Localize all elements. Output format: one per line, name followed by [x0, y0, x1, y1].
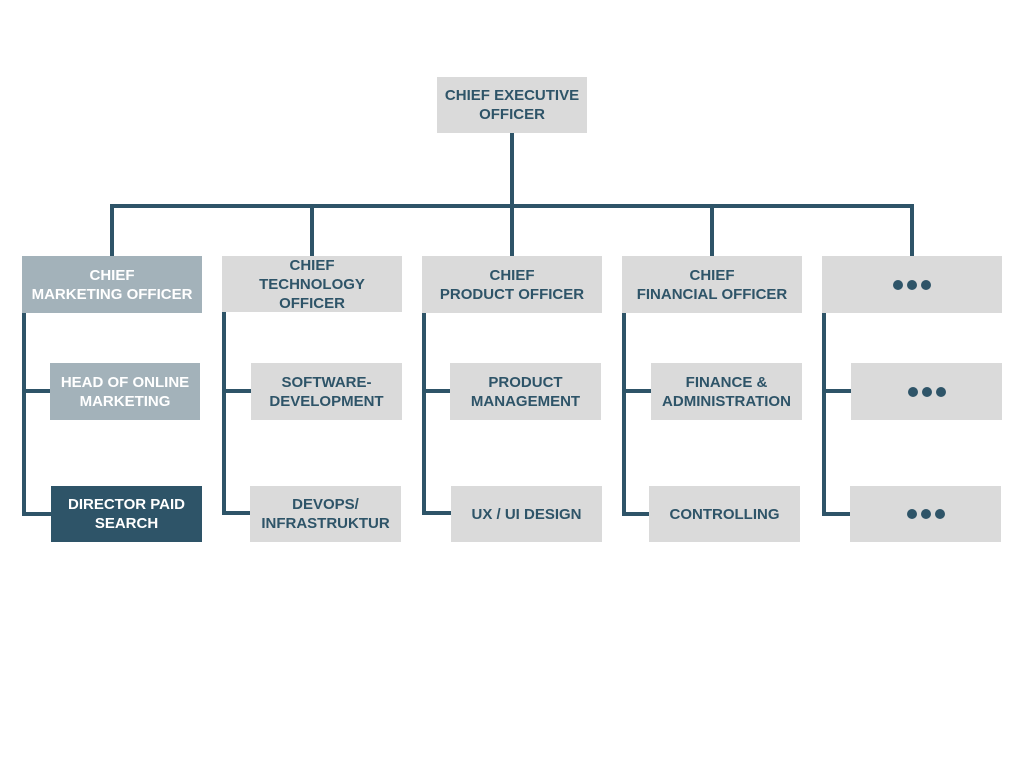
- node-other-head: [822, 256, 1002, 313]
- connector-col-cfo: [622, 310, 653, 516]
- node-other-child-2: [850, 486, 1001, 542]
- node-ceo-label: CHIEF EXECUTIVE OFFICER: [444, 87, 580, 123]
- node-cfo: CHIEF FINANCIAL OFFICER: [622, 256, 802, 313]
- node-finance-administration: FINANCE & ADMINISTRATION: [651, 363, 802, 420]
- node-cpo-label: CHIEF PRODUCT OFFICER: [439, 266, 585, 303]
- connector-col-cto: [222, 310, 253, 515]
- node-product-management-label: PRODUCT MANAGEMENT: [470, 373, 581, 410]
- node-controlling: CONTROLLING: [649, 486, 800, 542]
- node-devops: DEVOPS/ INFRASTRUKTUR: [250, 486, 401, 542]
- connector-col-cpo: [422, 310, 453, 515]
- node-cto-label: CHIEF TECHNOLOGY OFFICER: [259, 256, 365, 312]
- node-ux-ui-design-label: UX / UI DESIGN: [471, 505, 582, 523]
- connector-col-other: [822, 310, 853, 516]
- node-director-paid-search: DIRECTOR PAID SEARCH: [51, 486, 202, 542]
- node-finance-administration-label: FINANCE & ADMINISTRATION: [662, 373, 791, 410]
- node-cpo: CHIEF PRODUCT OFFICER: [422, 256, 602, 313]
- node-director-paid-search-label: DIRECTOR PAID SEARCH: [68, 496, 185, 532]
- node-ceo: CHIEF EXECUTIVE OFFICER: [437, 77, 587, 133]
- node-controlling-label: CONTROLLING: [669, 505, 780, 523]
- ellipsis-icon: [906, 509, 945, 519]
- ellipsis-icon: [907, 386, 946, 397]
- node-software-development-label: SOFTWARE- DEVELOPMENT: [269, 373, 384, 410]
- ellipsis-icon: [893, 279, 931, 290]
- node-cmo: CHIEF MARKETING OFFICER: [22, 256, 202, 313]
- node-software-development: SOFTWARE- DEVELOPMENT: [251, 363, 402, 420]
- node-head-online-marketing-label: HEAD OF ONLINE MARKETING: [60, 373, 190, 410]
- connector-col-cmo: [22, 310, 54, 516]
- node-head-online-marketing: HEAD OF ONLINE MARKETING: [50, 363, 200, 420]
- node-product-management: PRODUCT MANAGEMENT: [450, 363, 601, 420]
- node-cfo-label: CHIEF FINANCIAL OFFICER: [636, 266, 788, 303]
- node-cmo-label: CHIEF MARKETING OFFICER: [31, 266, 193, 303]
- node-cto: CHIEF TECHNOLOGY OFFICER: [222, 256, 402, 312]
- node-other-child-1: [851, 363, 1002, 420]
- node-devops-label: DEVOPS/ INFRASTRUKTUR: [261, 496, 390, 532]
- node-ux-ui-design: UX / UI DESIGN: [451, 486, 602, 542]
